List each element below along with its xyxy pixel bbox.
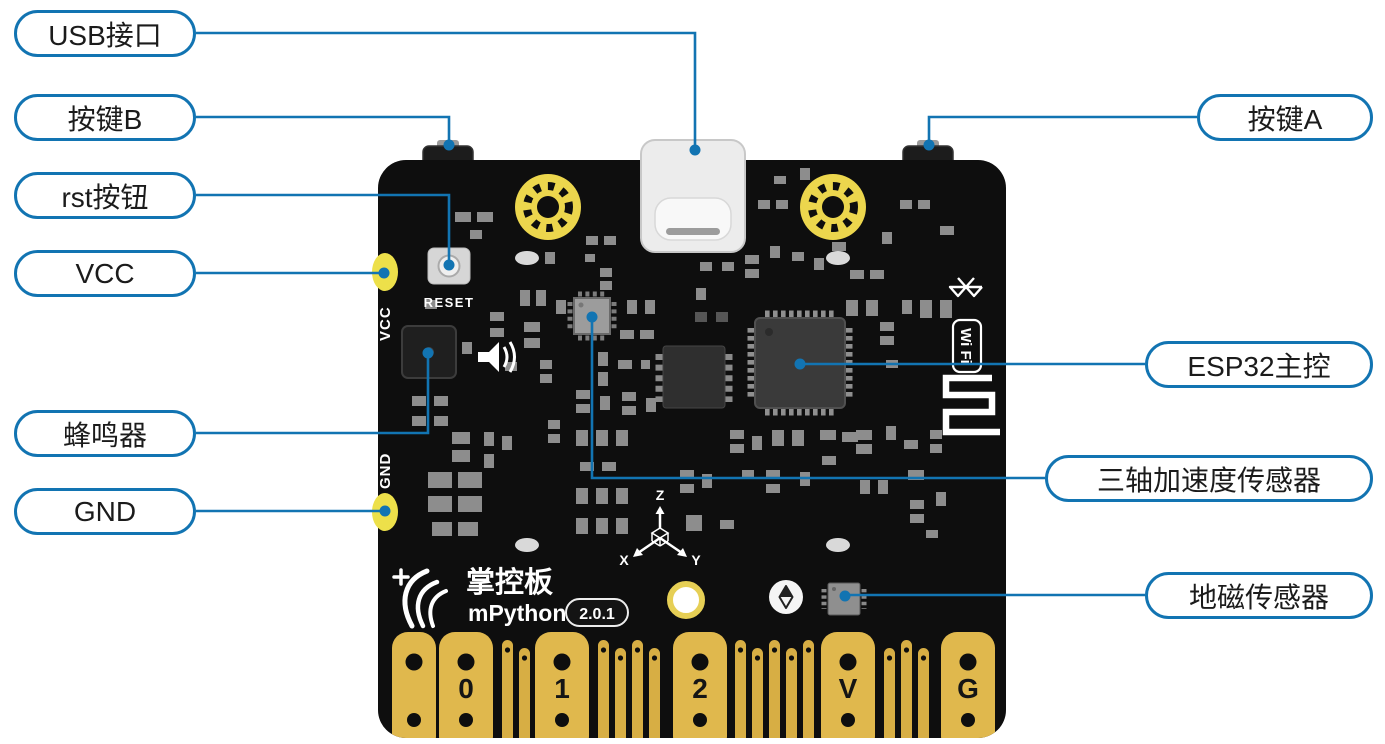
logo-cn: 掌控板 bbox=[466, 566, 554, 599]
edge-pin-g: G bbox=[957, 673, 979, 704]
antenna-trace bbox=[942, 374, 1000, 436]
version-text: 2.0.1 bbox=[579, 606, 615, 623]
callout-label-esp32: ESP32主控 bbox=[1145, 341, 1373, 388]
callout-lines bbox=[196, 31, 1197, 597]
axis-marker: Z X Y bbox=[619, 487, 701, 568]
callout-line-rst bbox=[196, 193, 451, 265]
callout-dot-buzzer bbox=[422, 347, 434, 359]
axis-x-label: X bbox=[619, 552, 629, 568]
vcc-silkscreen: VCC bbox=[377, 306, 394, 341]
callout-dot-vcc bbox=[378, 267, 390, 279]
callout-line-buzzer bbox=[196, 353, 430, 435]
callout-line-button-b bbox=[196, 115, 451, 145]
mounting-hole-right bbox=[800, 174, 866, 240]
mounting-hole-left bbox=[515, 174, 581, 240]
axis-z-label: Z bbox=[656, 487, 665, 503]
callout-label-button-a: 按键A bbox=[1197, 94, 1373, 141]
wifi-label: Wi Fi bbox=[957, 328, 974, 364]
wifi-logo: Wi Fi bbox=[951, 318, 983, 374]
callout-label-button-b: 按键B bbox=[14, 94, 196, 141]
edge-pin-labels: 0 1 2 V G bbox=[458, 673, 979, 704]
version-badge: 2.0.1 bbox=[565, 598, 629, 627]
edge-pin-2: 2 bbox=[692, 673, 708, 704]
callout-label-rst: rst按钮 bbox=[14, 172, 196, 219]
callout-dot-gnd bbox=[379, 505, 391, 517]
callout-dot-button-b bbox=[443, 139, 455, 151]
edge-connector bbox=[392, 632, 995, 738]
speaker-icon bbox=[478, 341, 516, 373]
usb-connector bbox=[640, 139, 746, 253]
smd-components bbox=[412, 168, 954, 538]
flash-chip bbox=[655, 345, 733, 409]
callout-dot-usb bbox=[689, 144, 701, 156]
callout-dot-mag bbox=[839, 590, 851, 602]
logo-en: mPython bbox=[468, 600, 566, 626]
callout-dot-rst bbox=[443, 259, 455, 271]
edge-pin-1: 1 bbox=[554, 673, 570, 704]
callout-dots bbox=[378, 139, 935, 602]
callout-line-button-a bbox=[927, 115, 1197, 145]
callout-dot-button-a bbox=[923, 139, 935, 151]
mpython-logo-icon bbox=[392, 568, 448, 629]
callout-dot-accel bbox=[586, 311, 598, 323]
board-hole bbox=[667, 581, 705, 619]
edge-pin-0: 0 bbox=[458, 673, 474, 704]
callout-label-usb: USB接口 bbox=[14, 10, 196, 57]
callout-line-accel bbox=[590, 317, 1045, 480]
callout-label-gnd: GND bbox=[14, 488, 196, 535]
callout-label-vcc: VCC bbox=[14, 250, 196, 297]
gnd-silkscreen: GND bbox=[377, 453, 394, 489]
capacitor-ovals bbox=[515, 251, 850, 552]
reset-silkscreen: RESET bbox=[424, 295, 475, 310]
callout-dot-esp32 bbox=[794, 358, 806, 370]
axis-y-label: Y bbox=[691, 552, 701, 568]
pcb-board: RESET VCC GND bbox=[372, 139, 1006, 738]
compass-icon bbox=[769, 580, 803, 614]
esp32-chip bbox=[747, 310, 853, 416]
callout-label-buzzer: 蜂鸣器 bbox=[14, 410, 196, 457]
callout-label-mag: 地磁传感器 bbox=[1145, 572, 1373, 619]
callout-label-accel: 三轴加速度传感器 bbox=[1045, 455, 1373, 502]
edge-pin-v: V bbox=[839, 673, 858, 704]
callout-line-usb bbox=[196, 31, 697, 150]
bluetooth-icon bbox=[948, 277, 983, 298]
